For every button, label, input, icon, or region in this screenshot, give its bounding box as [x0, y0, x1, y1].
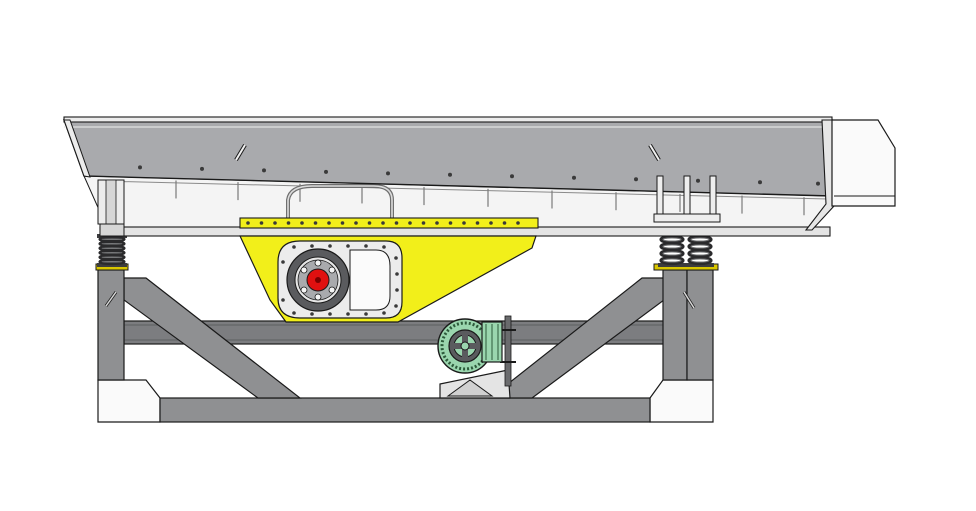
left-post	[97, 269, 125, 381]
left-spring	[97, 234, 127, 267]
discharge-lip	[831, 119, 896, 207]
deck-bolts	[138, 165, 820, 186]
right-foot-block	[649, 379, 714, 423]
left-foot-block	[97, 379, 161, 423]
tension-rod	[504, 315, 512, 387]
side-plate-strip-bolts	[246, 221, 520, 225]
exciter-side-plate	[239, 217, 539, 323]
side-plate-top-strip	[239, 217, 539, 229]
deck-clamp-left	[234, 143, 247, 162]
deck-ribs	[175, 180, 805, 216]
deck-top-lip	[63, 116, 833, 123]
bearing-housing-icon	[277, 240, 403, 319]
right-post-inner	[662, 269, 688, 381]
screen-box	[63, 116, 896, 237]
drive-pulley-icon	[448, 329, 482, 363]
deck-clamp-right	[648, 143, 661, 162]
right-spring-bracket	[653, 175, 721, 223]
right-post-outer	[686, 269, 714, 381]
bottom-beam	[159, 397, 651, 423]
base-frame	[95, 263, 719, 423]
drive-motor	[437, 315, 516, 399]
